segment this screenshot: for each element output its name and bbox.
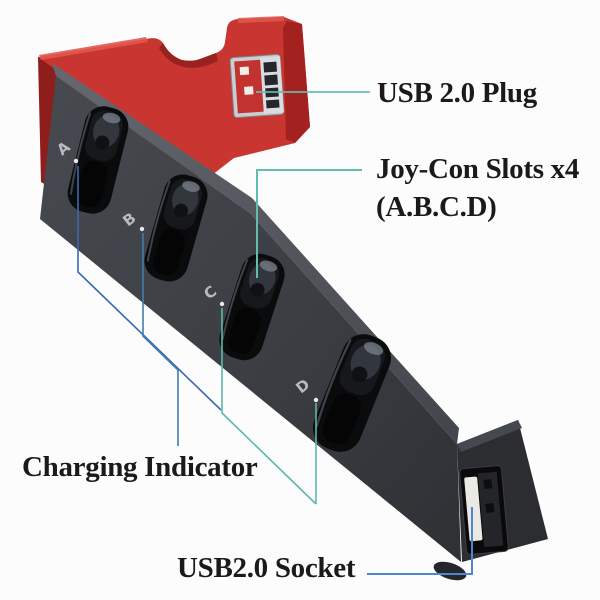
joycon-slot-a [67,106,129,214]
slot-b-stick [173,203,188,218]
usb-socket-label: USB2.0 Socket [177,552,356,584]
bar-end-top-sliver [457,420,522,452]
slot-c-wall [221,258,249,340]
bar-top-edge-face [52,63,459,444]
charging-led-c [219,301,225,307]
usb-plug-contact-1 [239,66,250,76]
slot-d-stick [351,366,368,383]
bar-foot [433,561,467,581]
charging-indicator-label: Charging Indicator [22,451,258,483]
slot-a-deep [76,161,108,208]
red-block-top-highlight-right [238,16,284,23]
slot-d-deep [322,393,361,445]
slot-a-wall [69,112,92,195]
red-block-notch-shadow [159,43,218,68]
usb-plug [229,54,285,118]
usb-plug-window-1 [263,61,278,73]
usb-socket-pin-1 [483,479,493,489]
joycon-slot-c [219,253,285,361]
joycon-slots-label: Joy-Con Slots x4 (A.B.C.D) [376,150,579,226]
slot-b-streak [182,181,200,192]
joycon-slot-b [144,174,208,282]
joycon-slot-d [312,334,392,452]
slot-b-wall [146,180,171,262]
usb-socket-tongue [464,476,483,542]
slot-d-streak [363,342,384,355]
joycon-slots-label-line1: Joy-Con Slots x4 [376,153,580,185]
slot-c-stick [250,282,265,297]
leader-indicator-a [77,166,222,411]
slot-d-wall [315,338,352,428]
leader-indicator-c [221,308,317,505]
charging-led-b [139,226,145,232]
usb-plug-contact-2 [244,86,254,95]
charging-led-a [73,158,79,164]
slot-c-streak [259,260,278,272]
slot-a-streak [102,112,121,124]
usb-socket [459,465,509,555]
leader-usb-socket [367,507,473,575]
usb-plug-window-2 [264,74,278,86]
usb-plug-window-4 [266,99,280,109]
joycon-slots-label-line2: (A.B.C.D) [376,191,497,223]
usb-socket-pin-2 [485,503,495,513]
usb-plug-label: USB 2.0 Plug [377,77,537,109]
slot-a-stick [95,135,110,150]
leader-indicator-b [142,233,179,446]
charging-led-d [313,397,319,403]
red-block-right-face [283,21,310,143]
red-block-top-highlight [39,37,148,60]
slot-b-deep [152,228,186,276]
slot-c-deep [227,307,261,354]
leader-joycon-slots [256,169,362,278]
